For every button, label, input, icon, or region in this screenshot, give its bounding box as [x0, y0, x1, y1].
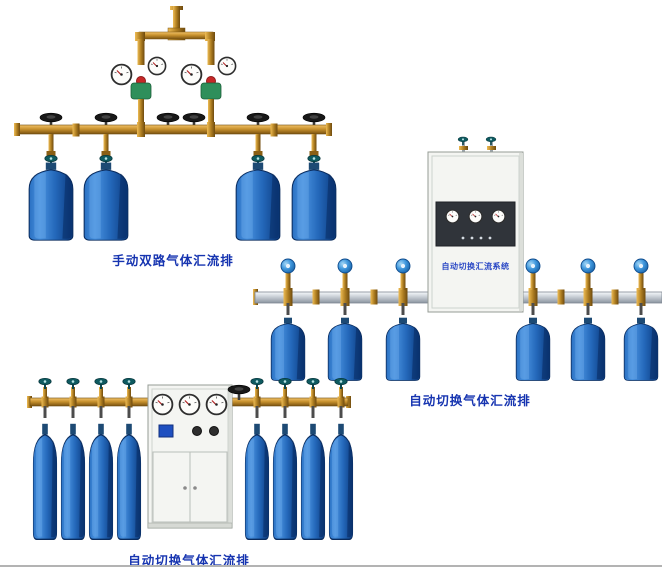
gas-cylinder	[300, 423, 326, 540]
valve-knob-icon	[334, 377, 348, 389]
regulator-station	[110, 56, 167, 127]
pressure-gauge-icon	[110, 63, 133, 86]
gas-cylinder	[60, 423, 86, 540]
pressure-gauge-icon	[468, 209, 483, 224]
valve-knob-icon	[280, 258, 296, 274]
valve-knob-icon	[337, 258, 353, 274]
pressure-gauge-icon	[205, 393, 228, 416]
gas-cylinder	[328, 423, 354, 540]
valve-knob-icon	[94, 377, 108, 389]
control-knob-icon	[209, 426, 219, 436]
gas-cylinder	[88, 423, 114, 540]
valve-knob-icon	[580, 258, 596, 274]
gas-cylinder	[116, 423, 142, 540]
gas-cylinder	[83, 162, 129, 241]
gas-cylinder	[515, 317, 551, 381]
product-figure-manual-dual: 手动双路气体汇流排	[6, 6, 340, 269]
product-caption: 手动双路气体汇流排	[112, 254, 234, 268]
door-handle-icon	[183, 486, 187, 490]
cylinder-bank	[270, 258, 659, 381]
gas-cylinder	[272, 423, 298, 540]
control-cabinet: 自动切换汇流系统	[427, 136, 524, 313]
cylinder-bank	[32, 377, 354, 540]
valve-knob-icon	[122, 377, 136, 389]
valve-knob-icon	[485, 136, 497, 145]
pressure-gauge-icon	[491, 209, 506, 224]
regulator-station	[180, 56, 237, 127]
control-knob-icon	[192, 426, 202, 436]
cylinder-bank	[28, 134, 337, 241]
auto-switch-manifold-2-image	[27, 377, 354, 540]
regulator-body	[130, 82, 152, 100]
cabinet-label: 自动切换汇流系统	[442, 261, 510, 271]
gas-cylinder	[623, 317, 659, 381]
product-figure-auto-switch-2: 自动切换气体汇流排	[22, 376, 356, 569]
pressure-gauge-icon	[147, 56, 167, 76]
regulator-body	[200, 82, 222, 100]
product-figure-auto-switch: 自动切换汇流系统 自动切换气体汇流排	[251, 136, 662, 409]
valve-knob-icon	[38, 377, 52, 389]
gas-cylinder	[385, 317, 421, 381]
product-caption: 自动切换气体汇流排	[128, 554, 250, 568]
control-cabinet	[147, 384, 233, 529]
manifold-pipe	[14, 122, 332, 137]
door-handle-icon	[193, 486, 197, 490]
gas-cylinder	[244, 423, 270, 540]
pressure-gauge-icon	[217, 56, 237, 76]
product-caption: 自动切换气体汇流排	[409, 394, 531, 408]
header-pipe	[135, 6, 215, 65]
valve-knob-icon	[66, 377, 80, 389]
valve-knob-icon	[395, 258, 411, 274]
pressure-gauge-icon	[445, 209, 460, 224]
valve-knob-icon	[306, 377, 320, 389]
valve-knob-icon	[457, 136, 469, 145]
gas-cylinder	[270, 317, 306, 381]
gas-cylinder	[32, 423, 58, 540]
pressure-gauge-icon	[178, 393, 201, 416]
pressure-gauge-icon	[180, 63, 203, 86]
valve-knob-icon	[633, 258, 649, 274]
gas-cylinder	[570, 317, 606, 381]
page-bottom-rule	[0, 565, 662, 567]
valve-knob-icon	[525, 258, 541, 274]
pressure-gauge-icon	[151, 393, 174, 416]
auto-switch-manifold-image: 自动切换汇流系统	[253, 136, 662, 381]
valve-knob-icon	[250, 377, 264, 389]
indicator-box	[158, 424, 174, 438]
gas-cylinder	[28, 162, 74, 241]
gauge-panel	[435, 201, 516, 247]
manual-dual-manifold-image	[14, 6, 337, 241]
valve-knob-icon	[278, 377, 292, 389]
gas-cylinder	[327, 317, 363, 381]
